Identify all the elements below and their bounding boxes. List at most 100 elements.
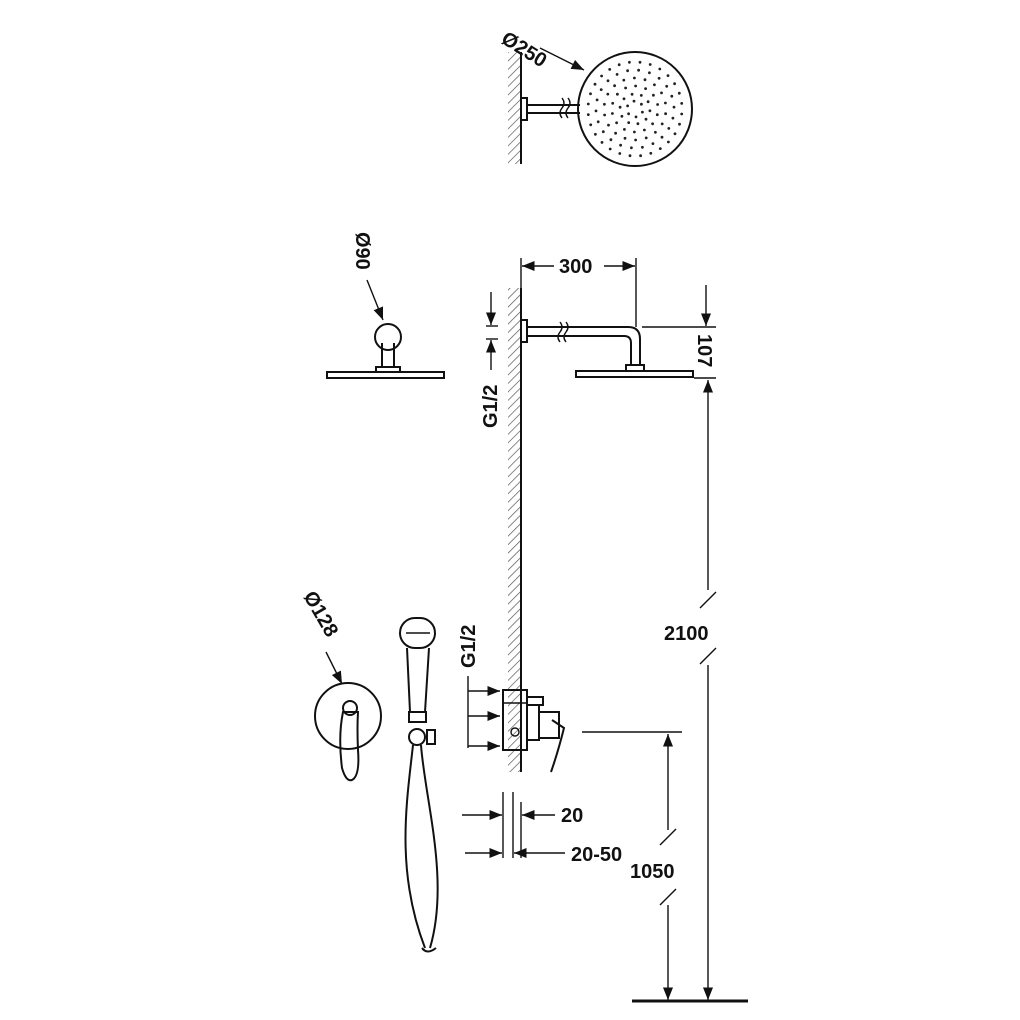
diverter-outlet — [526, 696, 544, 706]
nozzle-dot — [614, 131, 617, 135]
nozzle-dot — [613, 84, 616, 88]
nozzle-dot — [644, 87, 647, 90]
nozzle-dot — [657, 76, 661, 80]
nozzle-dot — [653, 83, 656, 87]
side-arm-break — [557, 321, 563, 343]
nozzle-dot — [664, 112, 667, 116]
diameter-128-leader — [325, 651, 343, 685]
nozzle-dot — [622, 78, 626, 82]
nozzle-dot — [654, 130, 657, 134]
nozzle-dot — [630, 92, 634, 96]
nozzle-dot — [628, 60, 631, 64]
wall-flange-top — [520, 97, 528, 121]
nozzle-dot — [638, 60, 642, 64]
nozzle-dot — [615, 73, 619, 76]
nozzle-dot — [617, 63, 621, 67]
nozzle-dot — [633, 76, 636, 80]
nozzle-dot — [611, 101, 615, 105]
diameter-250-leader — [539, 47, 585, 71]
mixer-lever-front — [339, 711, 360, 782]
dim-1050-label: 1050 — [630, 861, 675, 883]
dim-20-50-label: 20-50 — [571, 844, 622, 866]
nozzle-dot — [639, 154, 642, 158]
mixer-handle-base — [538, 711, 560, 739]
nozzle-dot — [640, 102, 643, 106]
nozzle-dot — [609, 138, 613, 142]
nozzle-dot — [643, 78, 647, 82]
shower-arm-outer — [527, 326, 641, 365]
diameter-90-leader — [366, 279, 384, 321]
nozzle-dot — [680, 112, 684, 116]
nozzle-dot — [630, 146, 633, 150]
nozzle-dot — [670, 94, 674, 98]
nozzle-dot — [596, 120, 600, 124]
nozzle-dot — [594, 132, 597, 136]
nozzle-dot — [667, 126, 671, 130]
nozzle-dot — [639, 94, 643, 97]
nozzle-dot — [603, 102, 606, 106]
nozzle-dot — [658, 147, 662, 151]
nozzle-dot — [652, 93, 655, 97]
dim-107-label: 107 — [693, 334, 715, 367]
nozzle-dot — [673, 82, 676, 86]
nozzle-dot — [623, 127, 626, 131]
dim-20-label: 20 — [561, 805, 583, 827]
nozzle-dot — [599, 88, 603, 91]
nozzle-dot — [678, 122, 681, 126]
nozzle-dot — [658, 67, 662, 71]
diameter-128-label: Ø128 — [299, 588, 343, 641]
small-shower-head-view: Ø90 — [326, 232, 445, 379]
nozzle-dot — [603, 113, 606, 117]
nozzle-dot — [641, 110, 644, 114]
nozzle-dot — [622, 97, 626, 101]
nozzle-dot — [644, 117, 648, 121]
nozzle-dot — [636, 122, 640, 126]
nozzle-dot — [634, 138, 637, 142]
dimensions: 300 107 G1/2 2100 1050 G1/2 — [458, 256, 748, 1003]
nozzle-dot — [651, 122, 654, 126]
nozzle-dot — [589, 92, 592, 96]
nozzle-dot — [680, 102, 684, 105]
nozzle-dot — [671, 116, 675, 120]
wall-section-top — [508, 52, 521, 164]
mixer-front-view: Ø128 — [299, 588, 382, 782]
mixer-cover-plate — [526, 704, 540, 741]
shower-hose-left — [404, 744, 426, 949]
shower-hose-right — [420, 744, 439, 949]
nozzle-dot — [660, 135, 664, 139]
nozzle-dot — [632, 99, 636, 103]
nozzle-dot — [672, 105, 676, 109]
overhead-shower-plate — [577, 51, 693, 167]
diameter-250-label: Ø250 — [497, 28, 550, 73]
mixer-lever-side — [550, 719, 566, 773]
side-elevation — [502, 288, 694, 773]
nozzle-dot — [677, 91, 681, 95]
nozzle-dot — [594, 109, 598, 113]
nozzle-dot — [634, 115, 638, 119]
nozzle-dot — [644, 136, 648, 140]
nozzle-dot — [664, 101, 667, 105]
nozzle-dot — [633, 130, 636, 134]
nozzle-dot — [615, 121, 618, 125]
nozzle-dot — [667, 140, 670, 144]
nozzle-dot — [618, 105, 622, 109]
side-shower-plate — [575, 370, 694, 378]
nozzle-dot — [660, 91, 663, 95]
nozzle-dot — [589, 123, 593, 127]
hand-shower-view — [399, 617, 439, 953]
nozzle-dot — [673, 132, 677, 136]
nozzle-dot — [608, 147, 612, 151]
nozzle-dot — [601, 130, 605, 134]
nozzle-dot — [623, 136, 627, 140]
nozzle-dot — [648, 109, 652, 113]
nozzle-dot — [595, 98, 599, 102]
nozzle-dot — [616, 92, 619, 96]
shower-nozzles — [586, 60, 684, 158]
nozzle-dot — [606, 92, 610, 96]
nozzle-dot — [628, 154, 632, 158]
nozzle-dot — [624, 86, 627, 90]
nozzle-dot — [593, 82, 597, 86]
nozzle-dot — [611, 112, 614, 115]
